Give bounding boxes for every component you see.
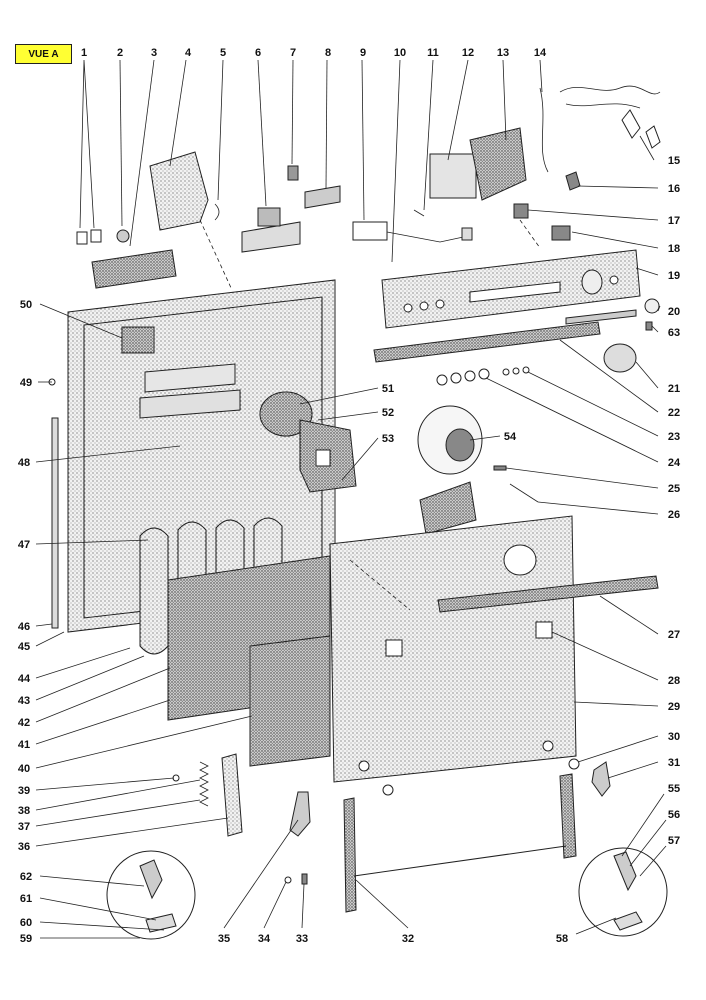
callout-45: 45 <box>18 641 30 653</box>
callout-42: 42 <box>18 717 30 729</box>
callout-18: 18 <box>668 243 680 255</box>
callout-32: 32 <box>402 933 414 945</box>
callout-7: 7 <box>290 47 296 59</box>
callout-48: 48 <box>18 457 30 469</box>
callout-numbers: 1 2 3 4 5 6 7 8 9 10 11 12 13 14 15 16 1… <box>18 47 681 945</box>
callout-59: 59 <box>20 933 32 945</box>
leader-lines <box>35 59 667 939</box>
timer-assembly <box>429 127 527 201</box>
callout-51: 51 <box>382 383 394 395</box>
dispenser-lid <box>149 151 220 231</box>
callout-55: 55 <box>668 783 680 795</box>
callout-28: 28 <box>668 675 680 687</box>
callout-24: 24 <box>668 457 681 469</box>
callout-36: 36 <box>18 841 30 853</box>
spring-and-strip <box>199 753 243 837</box>
callout-63: 63 <box>668 327 680 339</box>
callout-8: 8 <box>325 47 331 59</box>
vent-motor <box>417 405 483 535</box>
callout-30: 30 <box>668 731 680 743</box>
callout-38: 38 <box>18 805 30 817</box>
callout-19: 19 <box>668 270 680 282</box>
callout-15: 15 <box>668 155 680 167</box>
callout-61: 61 <box>20 893 32 905</box>
callout-5: 5 <box>220 47 226 59</box>
hinge-detail-right <box>578 847 668 937</box>
callout-52: 52 <box>382 407 394 419</box>
callout-4: 4 <box>185 47 192 59</box>
callout-2: 2 <box>117 47 123 59</box>
callout-25: 25 <box>668 483 680 495</box>
callout-33: 33 <box>296 933 308 945</box>
callout-53: 53 <box>382 433 394 445</box>
callout-23: 23 <box>668 431 680 443</box>
callout-11: 11 <box>427 47 439 59</box>
callout-31: 31 <box>668 757 680 769</box>
callout-40: 40 <box>18 763 30 775</box>
callout-34: 34 <box>258 933 271 945</box>
callout-58: 58 <box>556 933 568 945</box>
wiring-harness <box>539 85 661 173</box>
callout-41: 41 <box>18 739 30 751</box>
callout-39: 39 <box>18 785 30 797</box>
callout-14: 14 <box>534 47 547 59</box>
callout-16: 16 <box>668 183 680 195</box>
callout-13: 13 <box>497 47 509 59</box>
panel-trim-strip <box>373 309 637 386</box>
door-switch-block <box>241 165 341 253</box>
callout-3: 3 <box>151 47 157 59</box>
callout-1: 1 <box>81 47 87 59</box>
control-circuit-board <box>352 209 473 243</box>
callout-37: 37 <box>18 821 30 833</box>
callout-10: 10 <box>394 47 406 59</box>
callout-47: 47 <box>18 539 30 551</box>
callout-62: 62 <box>20 871 32 883</box>
callout-49: 49 <box>20 377 32 389</box>
drying-fan-unit <box>259 391 357 493</box>
callout-57: 57 <box>668 835 680 847</box>
callout-50: 50 <box>20 299 32 311</box>
callout-27: 27 <box>668 629 680 641</box>
callout-20: 20 <box>668 306 680 318</box>
selector-knob <box>603 298 660 373</box>
callout-60: 60 <box>20 917 32 929</box>
callout-17: 17 <box>668 215 680 227</box>
callout-46: 46 <box>18 621 30 633</box>
callout-44: 44 <box>18 673 31 685</box>
callout-9: 9 <box>360 47 366 59</box>
callout-22: 22 <box>668 407 680 419</box>
callout-21: 21 <box>668 383 680 395</box>
small-components <box>513 171 581 241</box>
callout-56: 56 <box>668 809 680 821</box>
handle-rail <box>437 575 659 613</box>
callout-6: 6 <box>255 47 261 59</box>
callout-43: 43 <box>18 695 30 707</box>
fasteners <box>48 378 308 885</box>
insulation-panel <box>167 555 331 767</box>
callout-29: 29 <box>668 701 680 713</box>
callout-54: 54 <box>504 431 517 443</box>
callout-12: 12 <box>462 47 474 59</box>
bottom-frame <box>343 773 577 913</box>
door-seal-strip <box>51 417 59 629</box>
callout-26: 26 <box>668 509 680 521</box>
detergent-dispenser <box>76 229 177 289</box>
callout-35: 35 <box>218 933 230 945</box>
outer-door-panel <box>329 515 577 783</box>
view-label-badge: VUE A <box>15 44 72 64</box>
control-panel <box>381 249 641 329</box>
hinge-detail-left <box>106 850 196 940</box>
